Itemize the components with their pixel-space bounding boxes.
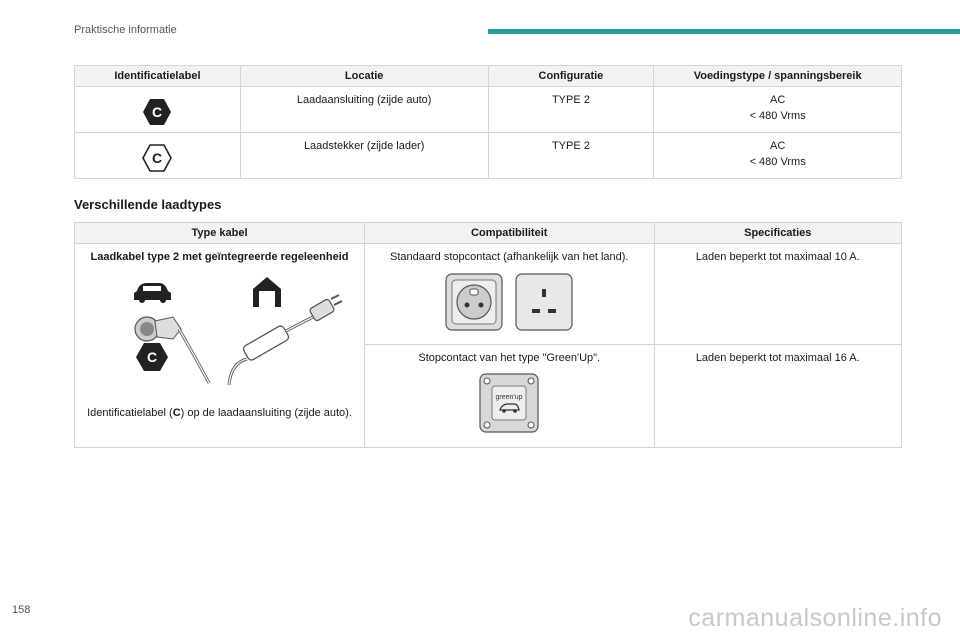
type2-connector-icon (134, 316, 211, 384)
label-cell: C (74, 86, 241, 133)
uk-socket-icon (515, 273, 573, 331)
header-accent-bar (488, 29, 960, 34)
col-header: Type kabel (74, 222, 365, 244)
col-header: Configuratie (487, 65, 655, 87)
config-cell: TYPE 2 (487, 86, 655, 133)
col-header: Specificaties (653, 222, 903, 244)
compat-text: Standaard stopcontact (afhankelijk van h… (390, 251, 629, 263)
location-cell: Laadstekker (zijde lader) (239, 132, 489, 179)
supply-cell: AC < 480 Vrms (653, 132, 902, 179)
car-icon (134, 283, 172, 303)
col-header: Compatibiliteit (363, 222, 655, 244)
c-hex-filled-icon: C (143, 99, 172, 125)
garage-icon (253, 277, 282, 307)
table-header-row: Type kabel Compatibiliteit Specificaties (74, 222, 903, 244)
caption-text: ) op de laadaansluiting (zijde auto). (180, 407, 352, 419)
table-header-row: Identificatielabel Locatie Configuratie … (74, 65, 902, 87)
supply-type: AC (770, 94, 786, 106)
french-socket-icon (445, 273, 503, 331)
charging-types-table: Type kabel Compatibiliteit Specificaties… (74, 222, 903, 448)
cable-illustration: C (81, 273, 358, 391)
table-row: Stopcontact van het type "Green'Up". gre… (75, 344, 903, 448)
compat-text: Stopcontact van het type "Green'Up". (418, 352, 601, 364)
caption-bold: C (172, 407, 181, 419)
location-cell: Laadaansluiting (zijde auto) (239, 86, 489, 133)
control-box-icon (227, 315, 315, 386)
header-section-title: Praktische informatie (74, 24, 177, 36)
hex-letter: C (147, 349, 157, 365)
table-row: C Laadaansluiting (zijde auto) TYPE 2 AC… (74, 86, 902, 133)
watermark: carmanualsonline.info (688, 604, 942, 632)
config-cell: TYPE 2 (487, 132, 655, 179)
caption-text: Identificatielabel ( (87, 407, 173, 419)
c-hex-outline-icon: C (142, 144, 173, 172)
c-hex-filled-icon: C (136, 343, 169, 371)
supply-type: AC (770, 140, 786, 152)
supply-cell: AC < 480 Vrms (653, 86, 902, 133)
spec-cell: Laden beperkt tot maximaal 10 A. (653, 243, 903, 345)
cable-illustration-svg: C (134, 277, 343, 386)
cable-title: Laadkabel type 2 met geïntegreerde regel… (90, 251, 349, 263)
compat-cell: Standaard stopcontact (afhankelijk van h… (363, 243, 655, 345)
voltage-range: < 480 Vrms (749, 156, 806, 168)
section-title: Verschillende laadtypes (74, 197, 222, 212)
domestic-plug-icon (309, 294, 343, 322)
compat-cell: Stopcontact van het type "Green'Up". gre… (363, 344, 655, 448)
hex-letter: C (152, 104, 162, 120)
voltage-range: < 480 Vrms (749, 110, 806, 122)
col-header: Voedingstype / spanningsbereik (653, 65, 902, 87)
identification-table: Identificatielabel Locatie Configuratie … (74, 65, 902, 179)
greenup-socket-icon: green'up (479, 373, 539, 433)
greenup-text: green'up (496, 394, 523, 401)
col-header: Locatie (239, 65, 489, 87)
cable-type-cell: Laadkabel type 2 met geïntegreerde regel… (74, 243, 365, 448)
spec-cell: Laden beperkt tot maximaal 16 A. (653, 344, 903, 448)
label-cell: C (74, 132, 241, 179)
col-header: Identificatielabel (74, 65, 241, 87)
page-number: 158 (12, 604, 31, 616)
table-row: Laadkabel type 2 met geïntegreerde regel… (74, 243, 903, 448)
hex-letter: C (152, 150, 162, 166)
table-row: C Laadstekker (zijde lader) TYPE 2 AC < 4… (74, 132, 902, 179)
illustration-caption: Identificatielabel (C) op de laadaanslui… (81, 405, 358, 421)
